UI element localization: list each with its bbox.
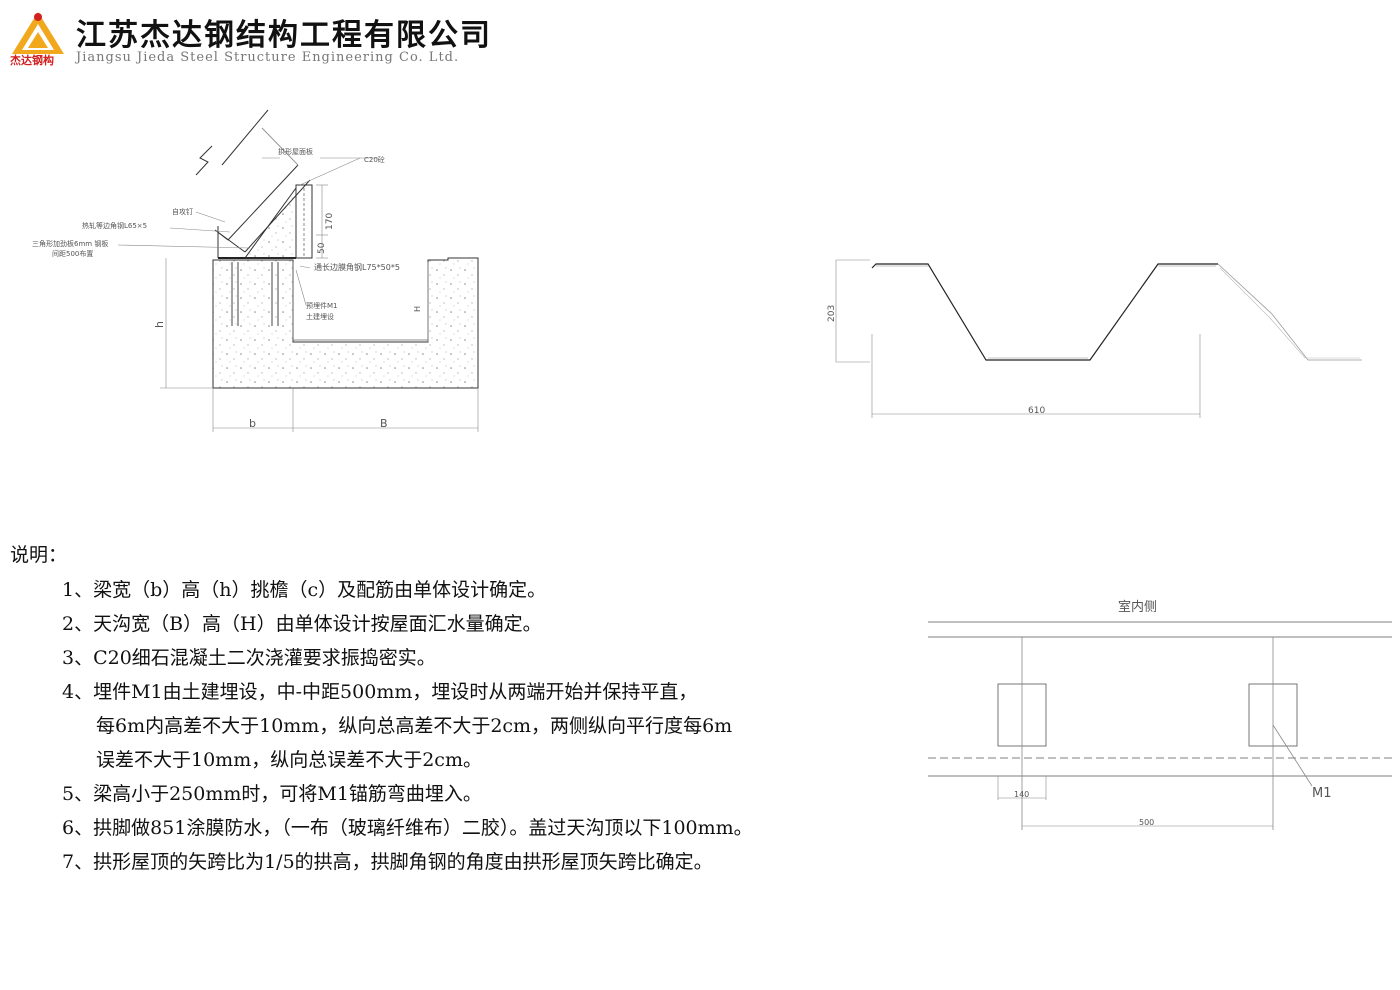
c20-grout-fill — [244, 186, 297, 259]
dim-140: 140 — [1014, 790, 1029, 799]
label-c20: C20砼 — [364, 155, 385, 164]
dim-50: 50 — [317, 242, 327, 254]
panel-profile-line — [871, 263, 1218, 361]
company-name-en: Jiangsu Jieda Steel Structure Engineerin… — [76, 50, 460, 65]
notes-title: 说明： — [10, 544, 68, 566]
note-3: 3、C20细石混凝土二次浇灌要求振捣密实。 — [62, 647, 436, 669]
company-header: 杰达钢构 江苏杰达钢结构工程有限公司 Jiangsu Jieda Steel S… — [8, 8, 528, 70]
company-name-cn: 江苏杰达钢结构工程有限公司 — [76, 18, 492, 53]
dim-H: H — [413, 306, 422, 312]
embed-plan-section — [928, 621, 1392, 830]
company-logo-icon — [12, 12, 64, 54]
note-4-line-2: 每6m内高差不大于10mm，纵向总高差不大于2cm，两侧纵向平行度每6m — [96, 715, 733, 737]
arch-roof-panel — [227, 164, 311, 253]
note-4: 4、埋件M1由土建埋设，中-中距500mm，埋设时从两端开始并保持平直， — [62, 681, 698, 703]
label-indoor: 室内侧 — [1118, 599, 1157, 615]
embed-plan-labels: 室内侧 M1 140 500 — [1014, 599, 1332, 827]
gutter-detail-labels: 拱形屋面板 C20砼 自攻钉 热轧等边角钢L65×5 三角形加劲板6mm 钢板 … — [32, 147, 422, 430]
note-1: 1、梁宽（b）高（h）挑檐（c）及配筋由单体设计确定。 — [62, 579, 547, 601]
label-angle-l65: 热轧等边角钢L65×5 — [82, 221, 147, 230]
label-civil: 土建埋设 — [306, 312, 334, 321]
dim-500: 500 — [1139, 818, 1154, 827]
note-2: 2、天沟宽（B）高（H）由单体设计按屋面汇水量确定。 — [62, 613, 542, 635]
label-roof-panel: 拱形屋面板 — [278, 147, 313, 156]
dim-h: h — [153, 321, 166, 328]
label-m1: M1 — [1312, 786, 1332, 801]
dim-b: b — [249, 417, 256, 430]
dim-610: 610 — [1028, 406, 1045, 416]
label-spacing: 间距500布置 — [52, 249, 93, 258]
note-6: 6、拱脚做851涂膜防水，（一布（玻璃纤维布）二胶）。盖过天沟顶以下100mm。 — [62, 817, 753, 839]
label-self-tapping: 自攻钉 — [172, 207, 193, 216]
dim-B: B — [380, 417, 388, 430]
note-5: 5、梁高小于250mm时，可将M1锚筋弯曲埋入。 — [62, 783, 482, 805]
label-embed-m1: 预埋件M1 — [306, 301, 338, 310]
panel-profile-labels: 203 610 — [827, 305, 1045, 416]
dim-170: 170 — [325, 213, 335, 230]
label-angle-75: 通长边膜角钢L75*50*5 — [314, 262, 400, 272]
note-7: 7、拱形屋顶的矢跨比为1/5的拱高，拱脚角钢的角度由拱形屋顶矢跨比确定。 — [62, 851, 713, 873]
gutter-detail-section — [117, 109, 479, 432]
label-triangle-plate: 三角形加劲板6mm 钢板 — [32, 239, 108, 248]
notes-block: 说明： 1、梁宽（b）高（h）挑檐（c）及配筋由单体设计确定。 2、天沟宽（B）… — [10, 540, 890, 879]
concrete-beam — [212, 257, 479, 389]
dim-203: 203 — [827, 305, 837, 322]
panel-profile-section — [835, 259, 1362, 418]
note-4-line-3: 误差不大于10mm，纵向总误差不大于2cm。 — [96, 749, 482, 771]
logo-caption: 杰达钢构 — [10, 54, 54, 67]
